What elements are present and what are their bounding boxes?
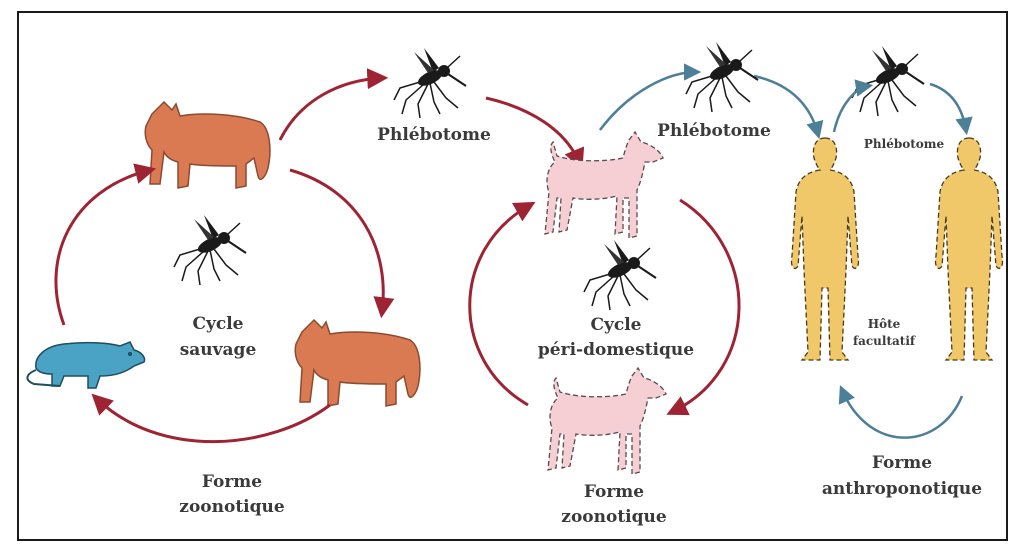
wild-animal-icon (145, 102, 270, 188)
sandfly-icon (852, 46, 924, 116)
dog-icon (548, 368, 666, 474)
label-forme-zoo-left-2: zoonotique (179, 497, 285, 517)
arrow-sandfly-to-dog (486, 98, 580, 164)
sandfly-icon (686, 42, 758, 112)
label-hote-2: facultatif (853, 334, 916, 348)
label-forme-zoo-mid-2: zoonotique (561, 507, 667, 527)
arrow-wild-to-rodent (96, 398, 330, 442)
human-icon (935, 138, 1002, 360)
label-forme-zoo-left-1: Forme (202, 472, 262, 492)
human-icon (791, 138, 858, 360)
label-forme-anthro-1: Forme (872, 453, 932, 473)
arrow-wild-to-wild (290, 170, 383, 312)
arrow-rodent-to-wild (56, 170, 150, 325)
arrow-sandfly-to-human-right (930, 84, 966, 130)
arrow-human-to-sandfly (834, 86, 868, 132)
label-phlebotome-right: Phlébotome (864, 137, 945, 151)
label-cycle-peri-2: péri-domestique (538, 340, 694, 360)
wild-animal-icon (295, 320, 420, 406)
sandfly-icon (584, 240, 656, 310)
sandfly-icon (174, 215, 246, 285)
sandfly-icon (394, 48, 466, 118)
arrow-wild-to-sandfly (280, 78, 382, 140)
label-forme-zoo-mid-1: Forme (584, 482, 644, 502)
label-cycle-peri-1: Cycle (590, 315, 641, 335)
rodent-icon (27, 342, 144, 388)
dog-icon (545, 132, 663, 238)
label-cycle-sauvage-1: Cycle (192, 314, 243, 334)
label-phlebotome-left: Phlébotome (377, 125, 491, 145)
label-hote-1: Hôte (868, 317, 901, 331)
label-forme-anthro-2: anthroponotique (822, 479, 982, 499)
arrow-dog-to-dog-right (672, 200, 739, 412)
label-phlebotome-middle: Phlébotome (657, 121, 771, 141)
arrow-human-cycle-bottom (842, 390, 962, 438)
label-cycle-sauvage-2: sauvage (180, 340, 257, 360)
arrow-dog-to-dog-left (470, 205, 530, 405)
